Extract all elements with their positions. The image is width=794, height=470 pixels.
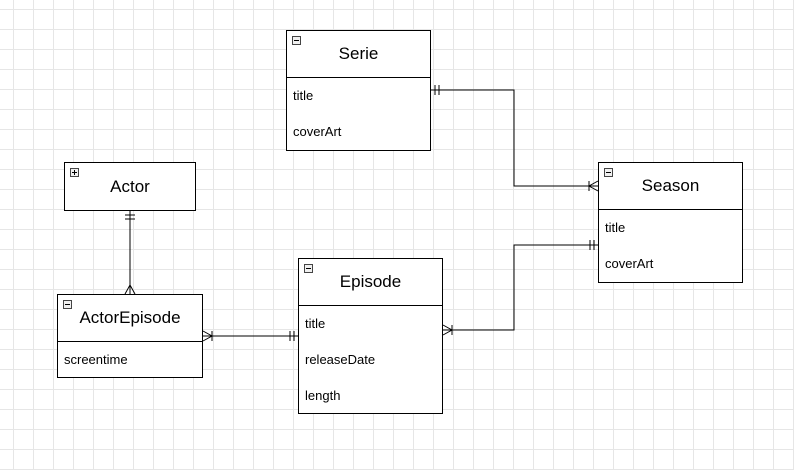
entity-title: ActorEpisode	[79, 308, 181, 327]
entity-title: Actor	[110, 176, 150, 196]
entity-actor-episode[interactable]: ActorEpisode screentime	[57, 294, 203, 378]
connector-line[interactable]	[443, 244, 598, 331]
entity-serie[interactable]: Serie title coverArt	[286, 30, 431, 151]
entity-actor[interactable]: Actor	[64, 162, 196, 211]
attribute-row[interactable]: title	[293, 88, 314, 103]
attribute-row[interactable]: screentime	[64, 352, 128, 367]
collapse-icon[interactable]	[292, 36, 301, 45]
many-marker	[124, 283, 136, 295]
attribute-row[interactable]: title	[305, 316, 326, 331]
entity-header[interactable]: Season	[599, 163, 742, 210]
attribute-row[interactable]: coverArt	[293, 124, 342, 139]
entity-title: Episode	[339, 272, 402, 291]
one-or-many-marker	[442, 324, 454, 336]
one-and-only-one-marker	[125, 214, 135, 220]
collapse-icon[interactable]	[304, 264, 313, 273]
attribute-row[interactable]: title	[605, 220, 626, 235]
one-or-many-marker	[587, 180, 599, 192]
connector-line[interactable]	[431, 89, 598, 187]
one-and-only-one-marker	[289, 331, 295, 341]
entity-episode[interactable]: Episode title releaseDate length	[298, 258, 443, 414]
entity-header[interactable]: Actor	[65, 163, 195, 210]
entity-season[interactable]: Season title coverArt	[598, 162, 743, 283]
one-and-only-one-marker	[589, 240, 595, 250]
entity-header[interactable]: Episode	[299, 259, 442, 306]
entity-title: Serie	[338, 44, 379, 63]
entity-header[interactable]: Serie	[287, 31, 430, 78]
attribute-row[interactable]: coverArt	[605, 256, 654, 271]
one-or-many-marker	[202, 330, 214, 342]
expand-icon[interactable]	[70, 168, 79, 177]
attribute-row[interactable]: length	[305, 388, 341, 403]
one-and-only-one-marker	[434, 85, 440, 95]
collapse-icon[interactable]	[604, 168, 613, 177]
entity-title: Season	[641, 176, 700, 195]
attribute-row[interactable]: releaseDate	[305, 352, 376, 367]
entity-header[interactable]: ActorEpisode	[58, 295, 202, 342]
collapse-icon[interactable]	[63, 300, 72, 309]
